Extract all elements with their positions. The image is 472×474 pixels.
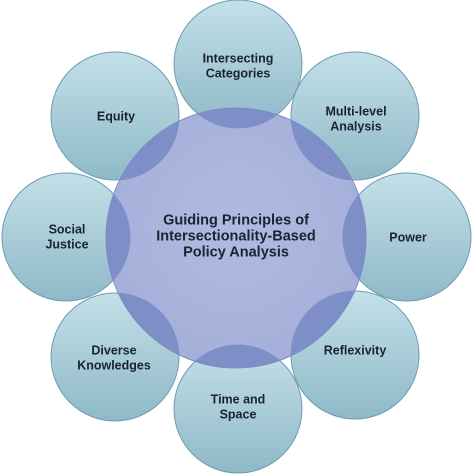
petal-label-social-justice: Social Justice: [45, 222, 89, 251]
petal-label-intersecting-categories: Intersecting Categories: [202, 51, 274, 80]
center-title: Guiding Principles of Intersectionality-…: [156, 212, 316, 262]
overlap-region-6: [106, 172, 131, 302]
petal-label-equity: Equity: [96, 109, 136, 124]
overlap-region-2: [342, 172, 366, 302]
petal-label-multi-level-analysis: Multi-level Analysis: [325, 104, 387, 133]
petal-label-reflexivity: Reflexivity: [323, 343, 387, 358]
petal-label-power: Power: [389, 230, 427, 245]
overlap-region-0: [173, 108, 303, 129]
overlap-region-4: [173, 344, 303, 368]
petal-label-time-and-space: Time and Space: [210, 392, 266, 421]
petal-label-diverse-knowledges: Diverse Knowledges: [77, 343, 151, 372]
